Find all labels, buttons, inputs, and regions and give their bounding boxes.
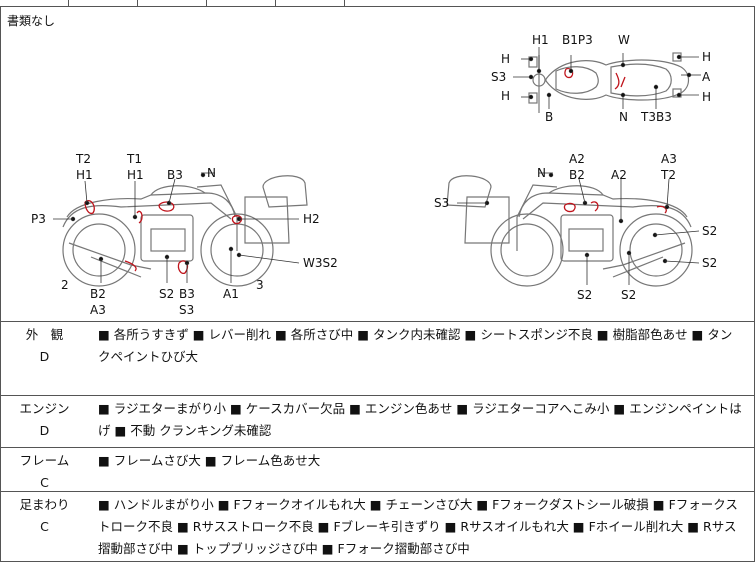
label: A3 — [90, 303, 106, 317]
row-remarks: ■ フレームさび大 ■ フレーム色あせ大 — [98, 453, 321, 468]
label: A — [702, 70, 711, 84]
label: S2 — [702, 224, 717, 238]
bike-left-view — [62, 172, 308, 287]
label: H — [501, 52, 510, 66]
label: H — [501, 89, 510, 103]
label: H — [702, 50, 711, 64]
top-cell — [206, 0, 276, 6]
label: H1 — [532, 33, 549, 47]
label: H1 — [127, 168, 144, 182]
label: S3 — [179, 303, 194, 317]
label: S2 — [702, 256, 717, 270]
top-cell — [275, 0, 345, 6]
label: S3 — [434, 196, 449, 210]
row-remarks: ■ ラジエターまがり小 ■ ケースカバー欠品 ■ エンジン色あせ ■ ラジエター… — [98, 401, 742, 438]
label: S2 — [577, 288, 592, 302]
label: B3 — [167, 168, 183, 182]
label: 2 — [61, 278, 69, 292]
row-remarks: ■ ハンドルまがり小 ■ Fフォークオイルもれ大 ■ チェーンさび大 ■ Fフォ… — [98, 497, 738, 556]
bike-right-view — [446, 172, 693, 287]
row-heading: フレーム C — [1, 447, 88, 494]
label: T3B3 — [640, 110, 672, 124]
label: A2 — [611, 168, 627, 182]
label: B1P3 — [562, 33, 593, 47]
top-cell — [68, 0, 138, 6]
label: N — [207, 166, 216, 180]
label: W — [618, 33, 630, 47]
inspection-row-suspension: 足まわり C ■ ハンドルまがり小 ■ Fフォークオイルもれ大 ■ チェーンさび… — [0, 491, 755, 562]
label: B3 — [179, 287, 195, 301]
right-view-labels: A2 B2 A2 A3 T2 N S3 S2 S2 S2 S2 — [434, 152, 717, 302]
top-table-strip — [0, 0, 755, 6]
label: B — [545, 110, 553, 124]
label: B2 — [90, 287, 106, 301]
label: H — [702, 90, 711, 104]
document-status: 書類なし — [7, 14, 56, 28]
label: A2 — [569, 152, 585, 166]
row-heading: 足まわり C — [1, 491, 88, 538]
row-category: フレーム — [19, 453, 70, 468]
label: T2 — [75, 152, 91, 166]
label: A1 — [223, 287, 239, 301]
label: W3S2 — [303, 256, 338, 270]
row-category: 足まわり — [19, 497, 70, 512]
row-grade: D — [39, 423, 50, 438]
row-grade: D — [39, 349, 50, 364]
top-view-labels: H1 B1P3 W H H S3 A H H B N T3B3 — [491, 33, 711, 124]
row-remarks: ■ 各所うすきず ■ レバー削れ ■ 各所さび中 ■ タンク内未確認 ■ シート… — [98, 327, 733, 364]
label: P3 — [31, 212, 46, 226]
leader-lines — [53, 53, 701, 285]
inspection-row-exterior: 外 観 D ■ 各所うすきず ■ レバー削れ ■ 各所さび中 ■ タンク内未確認… — [0, 321, 755, 396]
label: S3 — [491, 70, 506, 84]
label: T1 — [126, 152, 142, 166]
row-category: エンジン — [19, 401, 70, 416]
damage-diagram-area: 書類なし — [0, 6, 755, 322]
row-grade: C — [40, 519, 49, 534]
label: N — [537, 166, 546, 180]
label: 3 — [256, 278, 264, 292]
damage-marks — [84, 67, 667, 275]
label: A3 — [661, 152, 677, 166]
label: T2 — [660, 168, 676, 182]
motorcycle-diagram: H1 B1P3 W H H S3 A H H B N T3B3 T2 T1 H1… — [31, 33, 717, 317]
row-category: 外 観 — [25, 327, 64, 342]
inspection-row-engine: エンジン D ■ ラジエターまがり小 ■ ケースカバー欠品 ■ エンジン色あせ … — [0, 395, 755, 448]
row-grade: C — [40, 475, 49, 490]
row-heading: エンジン D — [1, 395, 88, 442]
inspection-row-frame: フレーム C ■ フレームさび大 ■ フレーム色あせ大 — [0, 447, 755, 492]
label: H1 — [76, 168, 93, 182]
top-cell — [0, 0, 69, 6]
bike-top-view — [528, 47, 690, 113]
label: B2 — [569, 168, 585, 182]
top-cell — [137, 0, 207, 6]
label: H2 — [303, 212, 320, 226]
label: S2 — [621, 288, 636, 302]
row-heading: 外 観 D — [1, 321, 88, 368]
label: S2 — [159, 287, 174, 301]
label: N — [619, 110, 628, 124]
left-view-labels: T2 T1 H1 H1 B3 N P3 H2 W3S2 2 3 B2 A3 S2… — [31, 152, 338, 317]
